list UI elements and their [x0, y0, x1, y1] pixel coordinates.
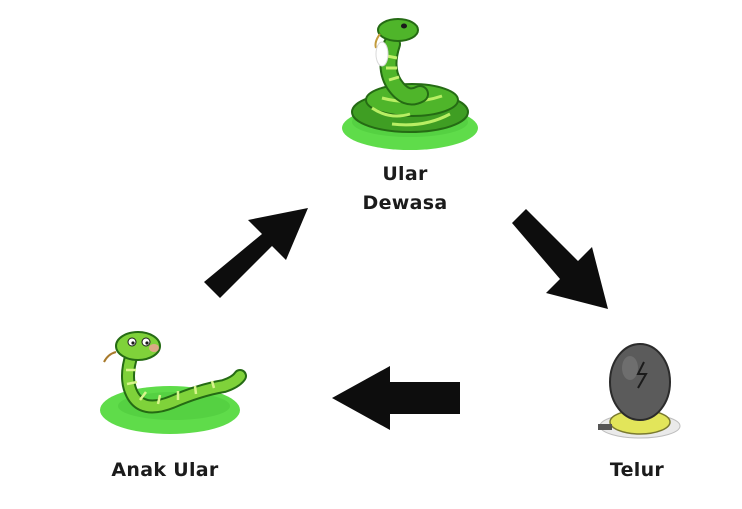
adult-snake-label-line2: Dewasa: [362, 192, 448, 214]
young-snake-label-text: Anak Ular: [111, 459, 219, 481]
egg-label: Telur: [582, 456, 692, 485]
egg-label-text: Telur: [609, 459, 665, 481]
arrow-adult-to-egg: [512, 209, 608, 309]
young-snake-label: Anak Ular: [80, 456, 250, 485]
baby-snake-icon: [100, 331, 247, 434]
adult-snake-label-line1: Ular: [382, 163, 428, 185]
adult-snake-label: Ular Dewasa: [330, 160, 480, 218]
snake-egg-icon: [598, 343, 681, 439]
arrow-young-to-adult: [204, 208, 308, 298]
arrow-egg-to-young: [332, 366, 460, 430]
adult-snake-icon: [332, 10, 482, 160]
